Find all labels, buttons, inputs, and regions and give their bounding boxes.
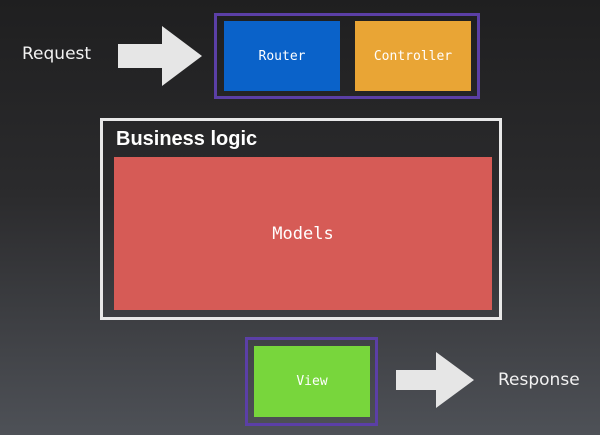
view-frame	[245, 337, 378, 426]
request-arrow-icon	[118, 26, 202, 86]
view-block: View	[254, 346, 370, 417]
response-arrow-icon	[396, 352, 474, 408]
business-logic-frame	[100, 118, 502, 320]
models-block: Models	[114, 157, 492, 310]
request-label: Request	[22, 44, 92, 64]
response-label: Response	[498, 370, 580, 390]
router-block: Router	[224, 21, 340, 91]
business-logic-title: Business logic	[116, 128, 258, 150]
controller-block: Controller	[355, 21, 471, 91]
router-controller-frame	[214, 13, 480, 99]
